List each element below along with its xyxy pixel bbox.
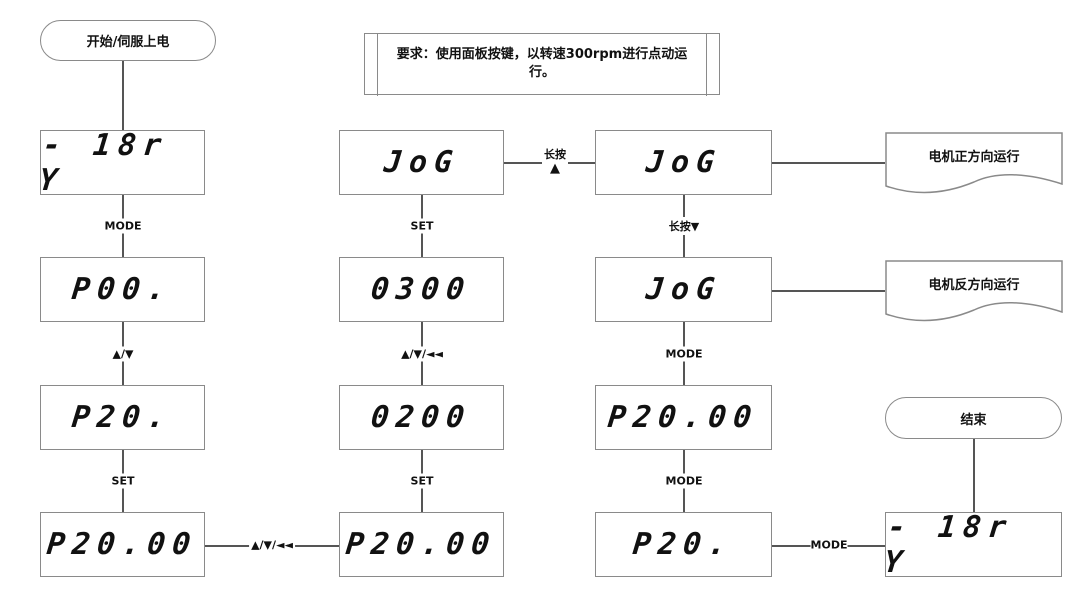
display-value: JoG — [644, 272, 723, 307]
key-label-set: SET — [408, 473, 436, 489]
output-forward: 电机正方向运行 — [885, 132, 1063, 196]
display-box: JoG — [595, 257, 772, 322]
key-label-set: SET — [109, 473, 137, 489]
key-label-mode: MODE — [102, 218, 144, 234]
display-value: P20. — [631, 527, 736, 562]
connector — [772, 162, 885, 164]
display-box: P20. — [40, 385, 205, 450]
display-box: P20.00 — [339, 512, 504, 577]
display-value: 0200 — [369, 400, 474, 435]
key-label-shift: ▲/▼/◄◄ — [399, 346, 445, 362]
key-label-mode: MODE — [663, 473, 705, 489]
connector — [772, 290, 885, 292]
display-value: P20.00 — [344, 527, 499, 562]
end-terminal: 结束 — [885, 397, 1062, 439]
key-label-long-press-down: 长按▼ — [666, 217, 702, 235]
display-value: JoG — [382, 145, 461, 180]
display-value: P20.00 — [45, 527, 200, 562]
key-label-long-press-up: 长按 ▲ — [542, 147, 568, 177]
display-box: P20.00 — [40, 512, 205, 577]
long-press-text: 长按 — [544, 148, 566, 161]
display-box: P20. — [595, 512, 772, 577]
display-box: P00. — [40, 257, 205, 322]
display-box: - 18r Y — [882, 509, 1062, 580]
up-arrow-icon: ▲ — [550, 161, 560, 176]
output-reverse-label: 电机反方向运行 — [928, 278, 1020, 293]
connector — [973, 438, 975, 512]
display-box: P20.00 — [595, 385, 772, 450]
display-value: P20. — [70, 400, 175, 435]
display-value: JoG — [644, 145, 723, 180]
display-value: P20.00 — [606, 400, 761, 435]
display-value: P00. — [70, 272, 175, 307]
key-label-set: SET — [408, 218, 436, 234]
display-value: 0300 — [369, 272, 474, 307]
display-box: JoG — [595, 130, 772, 195]
connector — [122, 60, 124, 130]
output-reverse: 电机反方向运行 — [885, 260, 1063, 324]
display-box: - 18r Y — [37, 127, 205, 198]
key-label-mode: MODE — [663, 346, 705, 362]
key-label-mode: MODE — [810, 537, 848, 553]
key-label-up-down: ▲/▼ — [110, 346, 136, 362]
display-box: 0200 — [339, 385, 504, 450]
display-box: JoG — [339, 130, 504, 195]
display-value: - 18r Y — [882, 509, 1015, 580]
requirement-box: 要求：使用面板按键，以转速300rpm进行点动运行。 — [364, 32, 720, 96]
document-shape-icon — [885, 260, 1063, 322]
display-box: 0300 — [339, 257, 504, 322]
end-label: 结束 — [960, 412, 987, 428]
key-label-shift: ▲/▼/◄◄ — [249, 537, 295, 553]
start-label: 开始/伺服上电 — [86, 35, 170, 50]
output-forward-label: 电机正方向运行 — [928, 150, 1020, 165]
requirement-text: 要求：使用面板按键，以转速300rpm进行点动运行。 — [396, 47, 688, 80]
document-shape-icon — [885, 132, 1063, 194]
start-terminal: 开始/伺服上电 — [40, 20, 216, 61]
display-value: - 18r Y — [37, 127, 170, 198]
